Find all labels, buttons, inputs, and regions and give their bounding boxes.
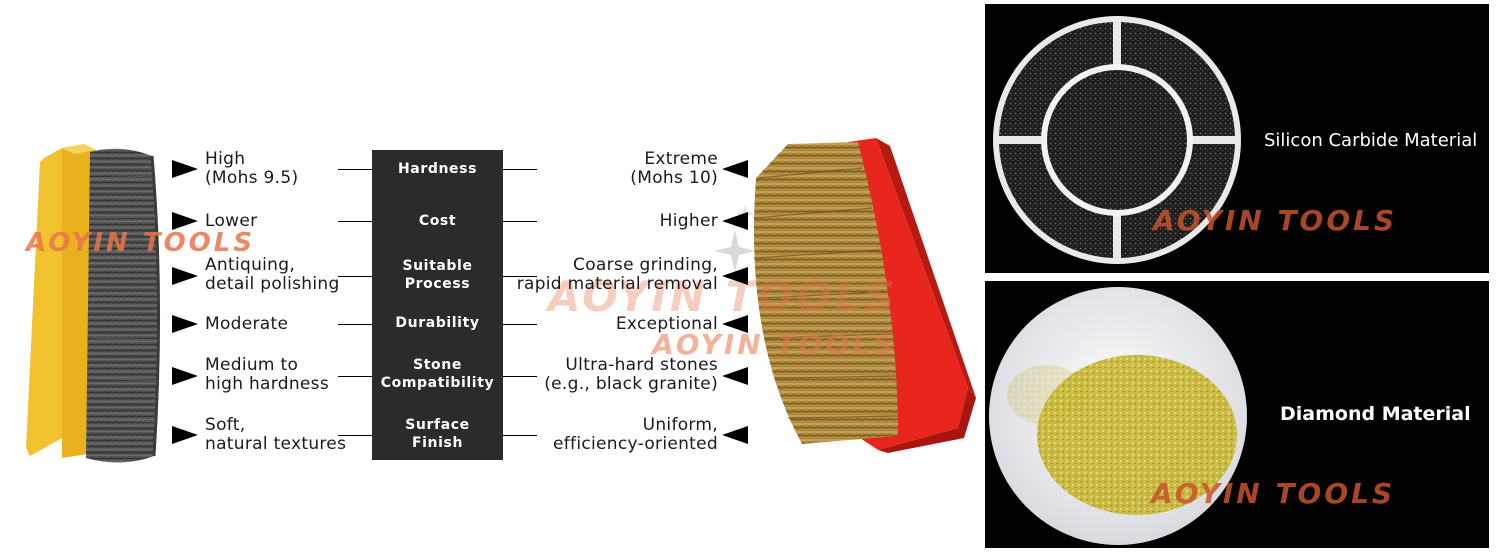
left-arrow-icon <box>172 315 198 333</box>
connector-line <box>503 221 537 222</box>
watermark-left: AOYIN TOOLS <box>26 228 256 258</box>
left-value-stone-compatibility: Medium to high hardness <box>205 355 329 394</box>
silicon-carbide-bowl-image <box>993 16 1241 264</box>
silicon-carbide-panel: Silicon Carbide Material AOYIN TOOLS <box>985 4 1489 273</box>
left-arrow-icon <box>172 212 198 230</box>
connector-line <box>503 435 537 436</box>
left-arrow-icon <box>172 426 198 444</box>
connector-line <box>338 324 372 325</box>
right-value-surface-finish: Uniform, efficiency-oriented <box>553 415 718 454</box>
right-value-stone-compatibility: Ultra-hard stones (e.g., black granite) <box>544 355 718 394</box>
left-arrow-icon <box>172 267 198 285</box>
connector-line <box>338 169 372 170</box>
label-hardness: Hardness <box>397 161 478 177</box>
right-arrow-icon <box>722 367 748 385</box>
left-value-surface-finish: Soft, natural textures <box>205 415 347 454</box>
diamond-panel: Diamond Material AOYIN TOOLS <box>985 281 1489 548</box>
label-stone-compatibility: Stone Compatibility <box>380 357 495 391</box>
right-arrow-icon <box>722 212 748 230</box>
watermark-bottom-panel: AOYIN TOOLS <box>1151 477 1396 510</box>
right-value-suitable-process: Coarse grinding, rapid material removal <box>516 255 718 294</box>
connector-line <box>338 276 372 277</box>
silicon-carbide-brush-image <box>26 144 161 463</box>
watermark-top-panel: AOYIN TOOLS <box>1153 204 1398 237</box>
label-surface-finish: Surface Finish <box>405 417 470 451</box>
right-value-durability: Exceptional <box>615 314 718 334</box>
diamond-caption: Diamond Material <box>1280 403 1471 425</box>
connector-line <box>503 324 537 325</box>
connector-line <box>338 221 372 222</box>
label-suitable-process: Suitable Process <box>402 258 473 292</box>
left-value-cost: Lower <box>205 211 258 231</box>
sparkle-icon <box>714 230 756 272</box>
connector-line <box>338 376 372 377</box>
comparison-label-column: Hardness Cost Suitable Process Durabilit… <box>372 150 503 460</box>
silicon-carbide-caption: Silicon Carbide Material <box>1264 130 1478 151</box>
right-arrow-icon <box>722 160 748 178</box>
connector-line <box>503 169 537 170</box>
connector-line <box>338 435 372 436</box>
label-durability: Durability <box>395 315 480 331</box>
left-arrow-icon <box>172 367 198 385</box>
connector-line <box>503 276 537 277</box>
left-value-suitable-process: Antiquing, detail polishing <box>205 255 340 294</box>
label-cost: Cost <box>418 213 457 229</box>
left-value-durability: Moderate <box>205 314 289 334</box>
right-arrow-icon <box>722 267 748 285</box>
diamond-grit-image <box>989 287 1247 545</box>
connector-line <box>503 376 537 377</box>
watermark-center-large: AOYIN TOOLS <box>548 272 898 321</box>
right-value-cost: Higher <box>659 211 718 231</box>
diamond-brush-image <box>753 138 976 453</box>
right-arrow-icon <box>722 426 748 444</box>
watermark-center-small: AOYIN TOOLS <box>652 328 897 361</box>
left-arrow-icon <box>172 160 198 178</box>
right-value-hardness: Extreme (Mohs 10) <box>630 149 718 188</box>
left-value-hardness: High (Mohs 9.5) <box>205 149 299 188</box>
right-arrow-icon <box>722 315 748 333</box>
